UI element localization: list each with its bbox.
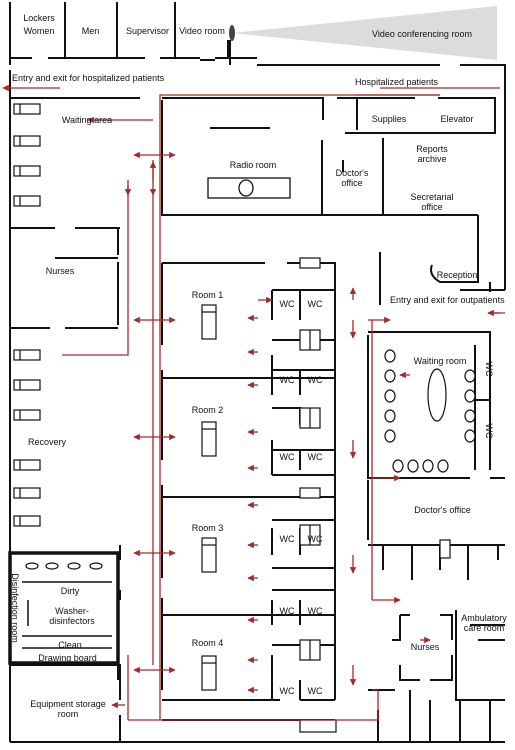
ambulatory-care-room-label: Ambulatory care room — [461, 613, 507, 633]
wc-label: WC — [484, 423, 494, 439]
nurses-bottom-label: Nurses — [410, 642, 440, 652]
nurses-left-label: Nurses — [45, 266, 75, 276]
room-2-label: Room 2 — [191, 405, 224, 415]
wc-label: WC — [307, 452, 323, 462]
disinfection-room-label: Disinfection room — [10, 573, 20, 643]
wc-label: WC — [279, 686, 295, 696]
recovery-beds — [13, 103, 41, 527]
room-4-label: Room 4 — [191, 638, 224, 648]
video-projection-cone — [232, 6, 497, 60]
wc-label: WC — [279, 299, 295, 309]
reception-label: Reception — [436, 270, 478, 280]
flow-arrows — [111, 151, 505, 709]
wc-label: WC — [307, 299, 323, 309]
supplies-label: Supplies — [371, 114, 407, 124]
wc-label: WC — [279, 375, 295, 385]
wc-label: WC — [279, 606, 295, 616]
doctors-office-top-label: Doctor's office — [335, 168, 369, 188]
supervisor-label: Supervisor — [125, 26, 170, 36]
room-3-label: Room 3 — [191, 523, 224, 533]
radio-room-label: Radio room — [229, 160, 277, 170]
waiting-room-furniture — [384, 349, 476, 473]
entry-exit-outpatients-label: Entry and exit for outpatients — [390, 295, 505, 305]
equipment-storage-room-label: Equipment storage room — [30, 699, 106, 719]
men-label: Men — [81, 26, 100, 36]
wc-label: WC — [279, 534, 295, 544]
wc-label: WC — [307, 606, 323, 616]
wc-label: WC — [307, 534, 323, 544]
wc-label: WC — [307, 375, 323, 385]
reports-archive-label: Reports archive — [416, 144, 448, 164]
patient-flow-lines — [2, 84, 500, 721]
drawing-board-label: Drawing board — [38, 653, 97, 663]
video-camera-icon — [229, 25, 235, 41]
video-room-label: Video room — [179, 26, 225, 36]
doctors-office-right-label: Doctor's office — [414, 505, 471, 515]
clean-label: Clean — [58, 640, 82, 650]
washer-disinfectors-label: Washer- disinfectors — [49, 606, 95, 626]
waiting-room-label: Waiting room — [413, 356, 467, 366]
walls — [9, 2, 506, 743]
wc-label: WC — [279, 452, 295, 462]
room-beds — [201, 304, 217, 691]
disinfection-room-border — [8, 551, 120, 665]
wc-label: WC — [484, 361, 494, 377]
room-1-label: Room 1 — [191, 290, 224, 300]
recovery-label: Recovery — [27, 437, 66, 447]
women-label: Women — [23, 26, 55, 36]
radio-table — [207, 177, 291, 199]
dirty-label: Dirty — [60, 586, 80, 596]
room-consoles — [299, 257, 451, 733]
hospitalized-patients-label: Hospitalized patients — [355, 77, 439, 87]
disinfection-internals — [22, 581, 112, 649]
lockers-label: Lockers — [23, 13, 55, 23]
wc-label: WC — [307, 686, 323, 696]
waiting-area-label: Waiting area — [61, 115, 113, 125]
video-conferencing-room-label: Video conferencing room — [372, 29, 472, 39]
secretarial-office-label: Secretarial office — [410, 192, 454, 212]
elevator-label: Elevator — [440, 114, 474, 124]
entry-exit-hospitalized-label: Entry and exit for hospitalized patients — [12, 73, 165, 83]
washer-ovals — [25, 562, 103, 570]
